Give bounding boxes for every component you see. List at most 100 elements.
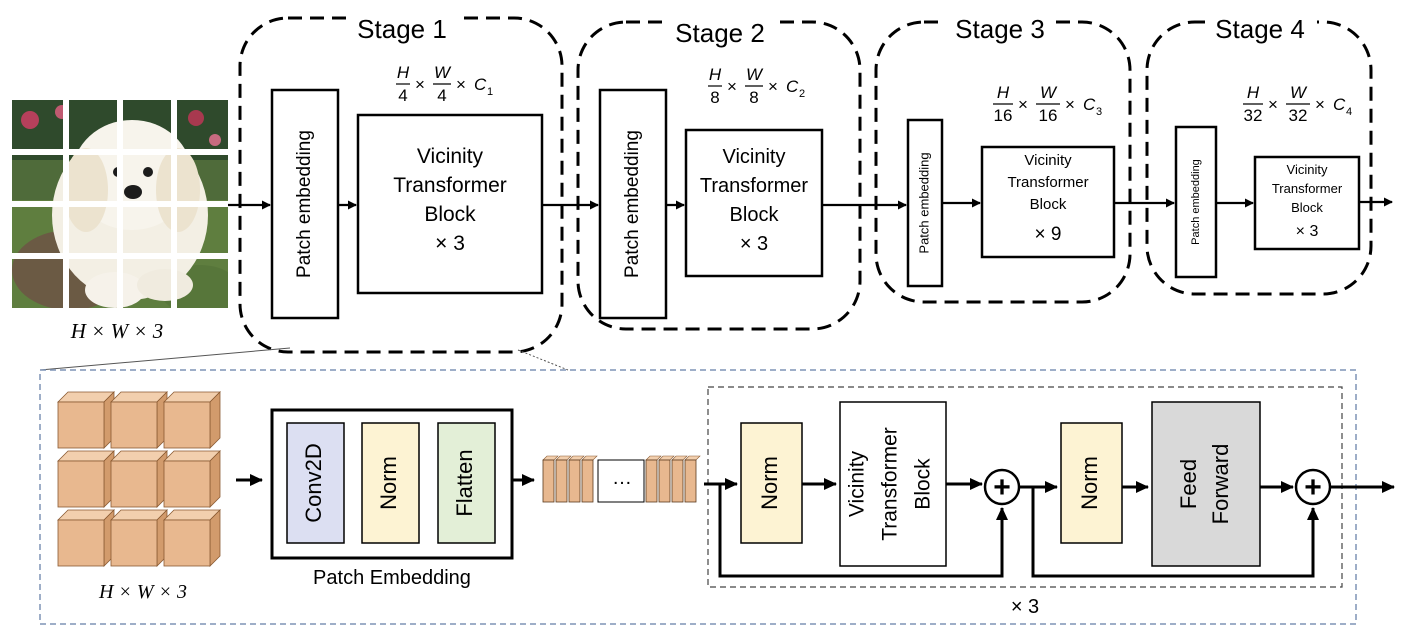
residual-add-2-sign: + bbox=[1304, 471, 1322, 504]
token bbox=[568, 455, 585, 503]
token bbox=[671, 455, 688, 503]
svg-text:×: × bbox=[456, 75, 466, 94]
stage-4-vtb-line1: Vicinity bbox=[1287, 162, 1328, 177]
residual-add-1-sign: + bbox=[993, 471, 1011, 504]
stage-4-patch-embedding-box bbox=[1174, 125, 1218, 279]
stage-1-patch-embedding-box bbox=[270, 88, 340, 320]
stage-1-vtb-box bbox=[356, 113, 544, 295]
stage-4-vtb-line2: Transformer bbox=[1272, 181, 1343, 196]
svg-text:32: 32 bbox=[1289, 106, 1308, 125]
svg-text:2: 2 bbox=[799, 88, 805, 100]
block-norm2-label: Norm bbox=[1077, 456, 1102, 510]
input-cube bbox=[163, 450, 221, 508]
svg-text:W: W bbox=[746, 65, 764, 84]
zoom-line-left bbox=[39, 347, 291, 371]
block-norm2-box bbox=[1060, 422, 1123, 544]
stage-1-title: Stage 1 bbox=[357, 14, 447, 44]
stage-3-dims: H 16 × W 16 × C 3 bbox=[993, 83, 1102, 125]
stage-4-patch-embedding-label: Patch embedding bbox=[1190, 159, 1202, 245]
input-cube bbox=[110, 391, 168, 449]
stage-3-vtb-line2: Transformer bbox=[1007, 174, 1088, 191]
svg-text:H: H bbox=[1247, 83, 1260, 102]
feed-forward-box bbox=[1151, 401, 1261, 567]
top-flow-arrows bbox=[228, 197, 1393, 210]
stage-3-vtb-line4: × 9 bbox=[1035, 224, 1062, 245]
input-cube bbox=[110, 509, 168, 567]
svg-text:8: 8 bbox=[710, 88, 719, 107]
input-cube bbox=[57, 391, 115, 449]
block-vtb-line3: Block bbox=[912, 458, 935, 510]
stage-1-dims: H 4 × W 4 × C 1 bbox=[396, 63, 493, 105]
svg-text:×: × bbox=[415, 75, 425, 94]
svg-text:4: 4 bbox=[398, 86, 407, 105]
token-sequence bbox=[542, 455, 701, 503]
stage-4-dims: H 32 × W 32 × C 4 bbox=[1243, 83, 1352, 125]
token-ellipsis: … bbox=[612, 467, 632, 489]
zoom-line-right bbox=[517, 349, 569, 371]
block-repeat-label: × 3 bbox=[1011, 596, 1039, 618]
flatten-label: Flatten bbox=[452, 449, 477, 516]
stage-3-vtb-line3: Block bbox=[1030, 196, 1067, 213]
stage-4-vtb-box bbox=[1253, 155, 1361, 251]
stage-3-patch-embedding-label: Patch embedding bbox=[916, 152, 931, 253]
token bbox=[658, 455, 675, 503]
token bbox=[645, 455, 662, 503]
stage-2-patch-embedding-box bbox=[598, 88, 668, 320]
stage-4-vtb-line4: × 3 bbox=[1296, 223, 1319, 240]
feed-forward-line2: Forward bbox=[1208, 444, 1233, 525]
token bbox=[542, 455, 559, 503]
svg-text:×: × bbox=[1315, 95, 1325, 114]
patch-embedding-title: Patch Embedding bbox=[313, 567, 471, 589]
svg-text:C: C bbox=[786, 77, 799, 96]
input-cube bbox=[163, 509, 221, 567]
svg-text:3: 3 bbox=[1096, 106, 1102, 118]
token bbox=[555, 455, 572, 503]
svg-text:W: W bbox=[1040, 83, 1058, 102]
svg-text:4: 4 bbox=[1346, 106, 1352, 118]
svg-text:×: × bbox=[1018, 95, 1028, 114]
svg-text:H: H bbox=[997, 83, 1010, 102]
svg-text:8: 8 bbox=[749, 88, 758, 107]
stage-2-vtb-line2: Transformer bbox=[700, 175, 809, 197]
stage-2-vtb-line3: Block bbox=[730, 204, 780, 226]
svg-text:W: W bbox=[1290, 83, 1308, 102]
flatten-box bbox=[437, 422, 496, 544]
block-vtb-box bbox=[839, 401, 947, 567]
block-flow-arrows bbox=[704, 478, 1395, 578]
stage-2-vtb-line1: Vicinity bbox=[723, 146, 786, 168]
svg-text:H: H bbox=[397, 63, 410, 82]
svg-text:4: 4 bbox=[437, 86, 446, 105]
input-cube bbox=[163, 391, 221, 449]
svg-text:×: × bbox=[1268, 95, 1278, 114]
cube-dims-label: H × W × 3 bbox=[98, 581, 187, 603]
conv2d-label: Conv2D bbox=[301, 443, 326, 522]
input-cube-grid bbox=[57, 391, 221, 567]
input-cube bbox=[57, 509, 115, 567]
stage-1-patch-embedding-label: Patch embedding bbox=[294, 130, 315, 278]
input-cube bbox=[110, 450, 168, 508]
svg-text:×: × bbox=[768, 77, 778, 96]
stage-1-vtb-line1: Vicinity bbox=[417, 145, 484, 168]
stage-4-vtb-line3: Block bbox=[1291, 200, 1323, 215]
input-image bbox=[12, 100, 228, 308]
pe-norm-box bbox=[361, 422, 420, 544]
svg-text:16: 16 bbox=[994, 106, 1013, 125]
stage-2-vtb-line4: × 3 bbox=[740, 233, 768, 255]
svg-text:W: W bbox=[434, 63, 452, 82]
svg-text:H: H bbox=[709, 65, 722, 84]
input-dims-label: H × W × 3 bbox=[70, 319, 164, 343]
stage-3-title: Stage 3 bbox=[955, 14, 1045, 44]
stage-4-container bbox=[1145, 20, 1373, 296]
svg-text:32: 32 bbox=[1244, 106, 1263, 125]
svg-text:C: C bbox=[1083, 95, 1096, 114]
stage-2-dims: H 8 × W 8 × C 2 bbox=[708, 65, 805, 107]
input-cube bbox=[57, 450, 115, 508]
stage-2-vtb-box bbox=[684, 128, 824, 278]
conv2d-box bbox=[286, 422, 345, 544]
stage-1-vtb-line3: Block bbox=[424, 203, 476, 226]
stage-3-vtb-box bbox=[980, 145, 1116, 259]
stage-2-patch-embedding-label: Patch embedding bbox=[622, 130, 643, 278]
detail-panel bbox=[39, 369, 1357, 625]
block-vtb-line1: Vicinity bbox=[846, 450, 869, 517]
